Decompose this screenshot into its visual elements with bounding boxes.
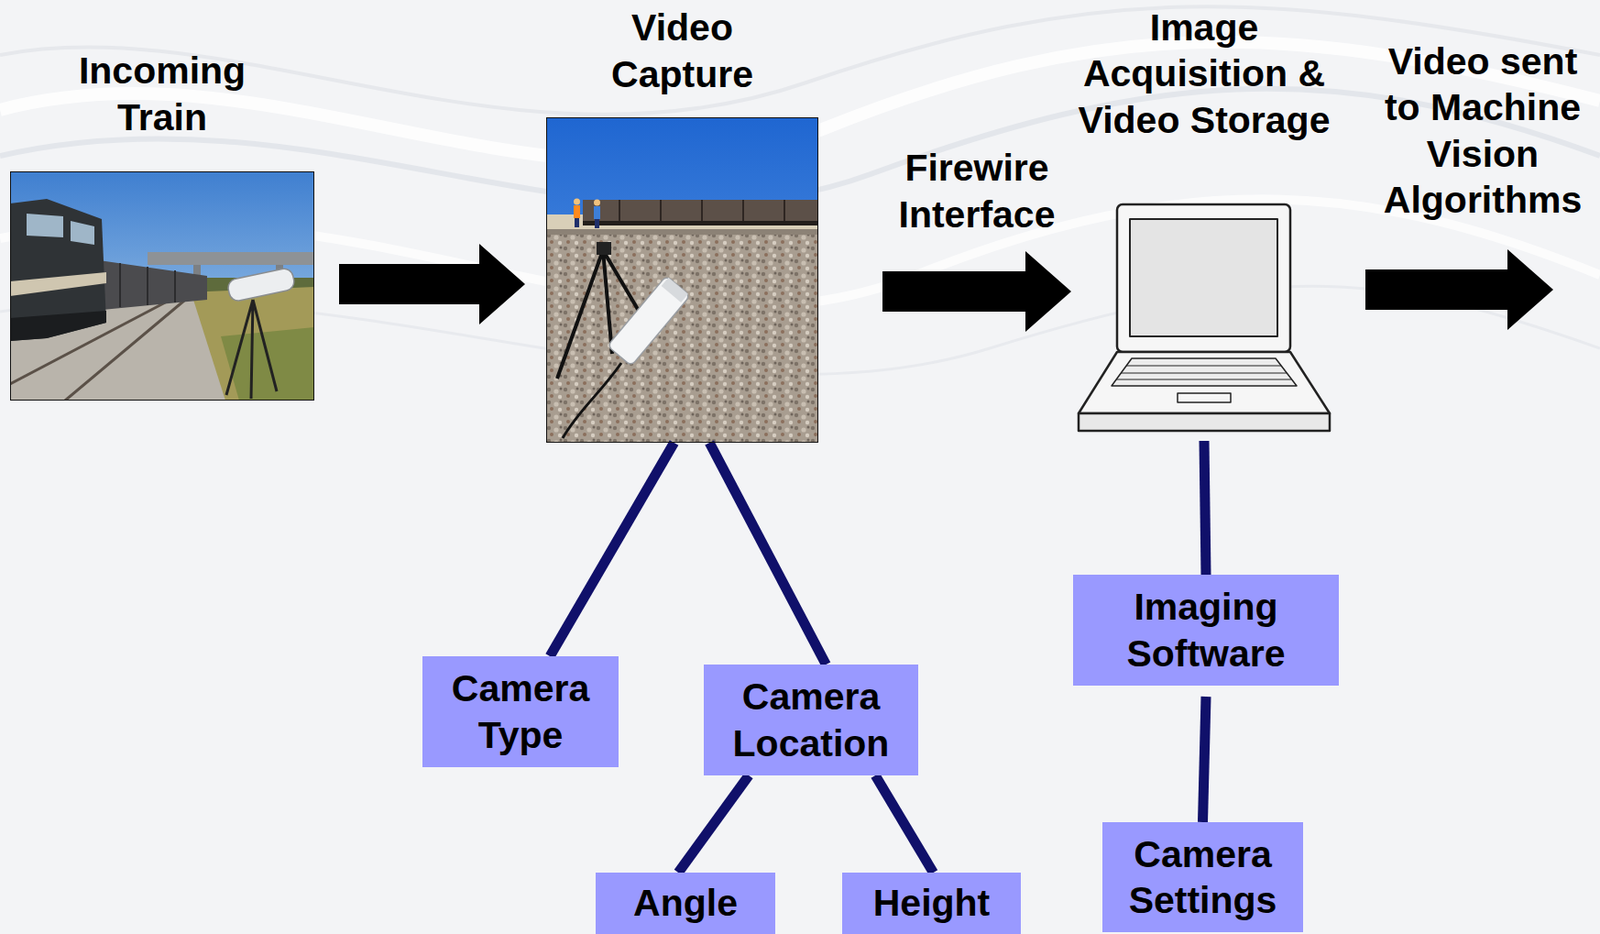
parameter-box: Camera Location — [703, 664, 919, 776]
tripod-head — [596, 241, 612, 255]
computer-node: Image Acquisition & Video Storage — [1078, 204, 1330, 431]
node-label: Camera Settings — [1111, 831, 1294, 924]
bridge — [147, 252, 315, 265]
edge-label-box: Firewire Interface — [876, 144, 1078, 238]
node-label: Height — [873, 879, 991, 926]
camera-lens — [661, 277, 689, 303]
train-photo — [10, 171, 315, 401]
node-content: Camera Location — [712, 673, 910, 767]
note-box: Video sent to Machine Vision Algorithms — [1370, 38, 1595, 224]
locomotive-stripe — [10, 272, 107, 296]
connector-line — [678, 775, 749, 873]
node-content: Height — [873, 879, 991, 926]
car-joint — [120, 263, 176, 307]
node-label: Incoming Train — [65, 47, 259, 141]
connector-line — [1203, 696, 1207, 822]
node-content: Camera Settings — [1111, 831, 1294, 924]
train-cars — [582, 199, 819, 224]
output-label: Video sent to Machine Vision Algorithms — [1370, 38, 1595, 224]
laptop-display — [1129, 219, 1278, 337]
parameter-box: Camera Type — [422, 656, 619, 768]
node-heading: Image Acquisition & Video Storage — [1066, 4, 1342, 143]
camera — [226, 266, 296, 302]
node-content: Angle — [633, 879, 738, 926]
connector-line — [709, 442, 826, 665]
keyboard — [1111, 358, 1297, 386]
car-joint — [619, 199, 785, 224]
flow-arrow — [882, 251, 1072, 332]
laptop-icon — [1078, 204, 1330, 431]
worker-legs — [594, 219, 600, 229]
node-label: Camera Location — [712, 673, 910, 767]
photo-node: Video Capture — [546, 117, 819, 443]
connector-line — [1204, 440, 1206, 575]
laptop-base — [1078, 351, 1330, 414]
worker-head — [573, 198, 581, 206]
tripod-leg — [226, 299, 277, 399]
node-label: Video Capture — [581, 4, 784, 98]
worker — [573, 205, 581, 219]
gravel — [546, 229, 819, 443]
camera-body — [226, 266, 296, 302]
flow-arrow — [339, 243, 526, 325]
parameter-box: Imaging Software — [1073, 574, 1339, 686]
photo-node: Incoming Train — [10, 171, 315, 401]
keyboard-row — [1116, 365, 1292, 380]
worker — [593, 206, 601, 220]
node-label: Imaging Software — [1082, 583, 1330, 677]
cable — [562, 362, 622, 439]
camera — [607, 275, 691, 366]
cab-window — [26, 213, 64, 238]
touchpad — [1177, 393, 1231, 403]
parameter-box: Angle — [595, 872, 776, 934]
camera-body — [607, 275, 691, 366]
horizon-shadow — [546, 229, 819, 235]
train-cars — [92, 259, 208, 311]
connector-line — [549, 442, 674, 657]
node-heading: Video Capture — [581, 4, 784, 98]
node-label: Camera Type — [431, 665, 610, 758]
bogie — [10, 310, 107, 341]
node-label: Angle — [633, 879, 738, 926]
node-heading: Incoming Train — [65, 47, 259, 141]
sky — [10, 171, 315, 401]
sky — [546, 117, 819, 443]
parameter-box: Height — [842, 872, 1021, 934]
node-content: Camera Type — [431, 665, 610, 758]
worker-legs — [574, 218, 580, 228]
laptop-screen — [1117, 204, 1291, 352]
edge-label: Firewire Interface — [876, 144, 1078, 238]
connector-line — [875, 775, 933, 873]
parameter-box: Camera Settings — [1102, 821, 1304, 932]
capture-photo — [546, 117, 819, 443]
wheels — [582, 220, 819, 226]
output-arrow — [1365, 249, 1554, 330]
laptop-front — [1078, 413, 1330, 431]
cab-window — [70, 220, 95, 245]
worker-head — [593, 199, 601, 207]
node-label: Image Acquisition & Video Storage — [1066, 4, 1342, 143]
locomotive — [10, 198, 107, 341]
node-content: Imaging Software — [1082, 583, 1330, 677]
